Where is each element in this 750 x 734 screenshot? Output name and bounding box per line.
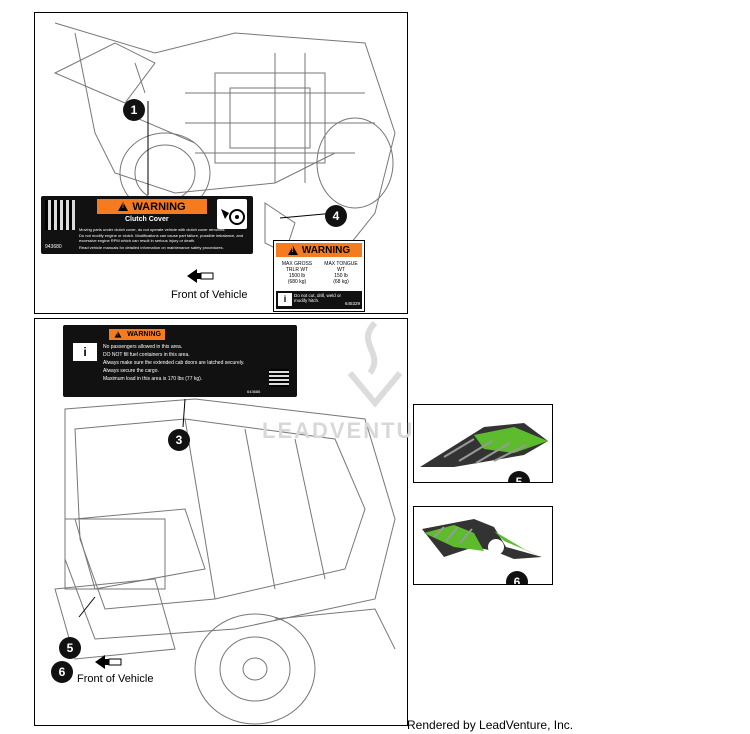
callout-4: 4 bbox=[325, 205, 347, 227]
leadventure-logo-watermark bbox=[345, 318, 405, 413]
tongue-weight-lb: 150 lb bbox=[334, 273, 348, 279]
warning-header: WARNING bbox=[97, 199, 207, 214]
gross-trailer-weight-lb: 1500 lb bbox=[288, 273, 306, 279]
hitch-col-tongue: MAX TONGUE WT 150 lb (68 kg) bbox=[320, 261, 362, 285]
tongue-weight-kg: (68 kg) bbox=[333, 279, 349, 285]
cargo-bed-line-drawing bbox=[54, 398, 396, 725]
hitch-note: Do not cut, drill, weld or modify hitch. bbox=[294, 293, 342, 303]
warning-triangle-icon bbox=[118, 202, 129, 211]
hitch-warning-decal: WARNING MAX GROSS TRLR WT 1500 lb (680 k… bbox=[273, 240, 365, 312]
hitch-part-number: 645329 bbox=[344, 301, 360, 306]
clutch-cover-warning-decal: WARNING Clutch Cover Moving parts under … bbox=[41, 196, 253, 254]
clutch-decal-line-1: Moving parts under clutch cover, do not … bbox=[79, 227, 226, 232]
manual-info-icon: i bbox=[278, 293, 292, 306]
gross-trailer-weight-kg: (680 kg) bbox=[287, 279, 307, 285]
callout-6: 6 bbox=[51, 661, 73, 683]
panel-cargo-bed: WARNING i No passengers allowed in this … bbox=[34, 318, 408, 726]
clutch-decal-line-2: Do not modify engine or clutch. Modifica… bbox=[79, 233, 244, 243]
cargo-decal-part-number: 643686 bbox=[247, 389, 261, 394]
warning-triangle-icon bbox=[114, 331, 122, 338]
hitch-warning-header: WARNING bbox=[276, 243, 362, 257]
cargo-warning-header: WARNING bbox=[109, 329, 165, 340]
panel-decal-6: 6 bbox=[413, 506, 553, 585]
panel-decal-5: 5 bbox=[413, 404, 553, 483]
cargo-decal-line-4: Always secure the cargo. bbox=[103, 368, 159, 374]
front-of-vehicle-label: Front of Vehicle bbox=[171, 289, 248, 301]
callout-5: 5 bbox=[59, 637, 81, 659]
callout-3: 3 bbox=[168, 429, 190, 451]
hitch-note-strip: i Do not cut, drill, weld or modify hitc… bbox=[276, 291, 362, 309]
callout-5: 5 bbox=[508, 471, 530, 482]
warning-triangle-icon bbox=[287, 245, 298, 255]
clutch-decal-title: Clutch Cover bbox=[125, 216, 169, 223]
clutch-decal-line-3: Read vehicle manuals for detailed inform… bbox=[79, 245, 224, 250]
clutch-decal-part-number: 943680 bbox=[45, 244, 62, 250]
chassis-line-drawing bbox=[53, 22, 396, 264]
callout-1: 1 bbox=[123, 99, 145, 121]
callout-6: 6 bbox=[506, 571, 528, 584]
cargo-area-warning-decal: WARNING i No passengers allowed in this … bbox=[63, 325, 297, 397]
panel-rear-chassis: 1 4 WARNING Clutch Cover Moving parts un… bbox=[34, 12, 408, 314]
rendered-by-credit: Rendered by LeadVenture, Inc. bbox=[407, 718, 574, 732]
gross-trailer-weight-label: MAX GROSS TRLR WT bbox=[281, 261, 313, 273]
manual-info-icon: i bbox=[73, 343, 97, 361]
front-of-vehicle-label: Front of Vehicle bbox=[77, 673, 154, 685]
qr-code-icon bbox=[269, 369, 289, 387]
qr-code-icon bbox=[45, 200, 75, 230]
hitch-col-gross: MAX GROSS TRLR WT 1500 lb (680 kg) bbox=[276, 261, 318, 285]
graphic-decal-5 bbox=[420, 423, 548, 467]
cargo-decal-line-2: DO NOT fill fuel containers in this area… bbox=[103, 352, 190, 358]
graphic-decal-6 bbox=[422, 519, 542, 559]
cargo-decal-line-5: Maximum load in this area is 170 lbs (77… bbox=[103, 376, 203, 382]
cargo-decal-line-3: Always make sure the extended cab doors … bbox=[103, 360, 245, 366]
clutch-warning-pictogram bbox=[217, 199, 247, 229]
tongue-weight-label: MAX TONGUE WT bbox=[324, 261, 358, 273]
cargo-decal-line-1: No passengers allowed in this area. bbox=[103, 344, 183, 350]
